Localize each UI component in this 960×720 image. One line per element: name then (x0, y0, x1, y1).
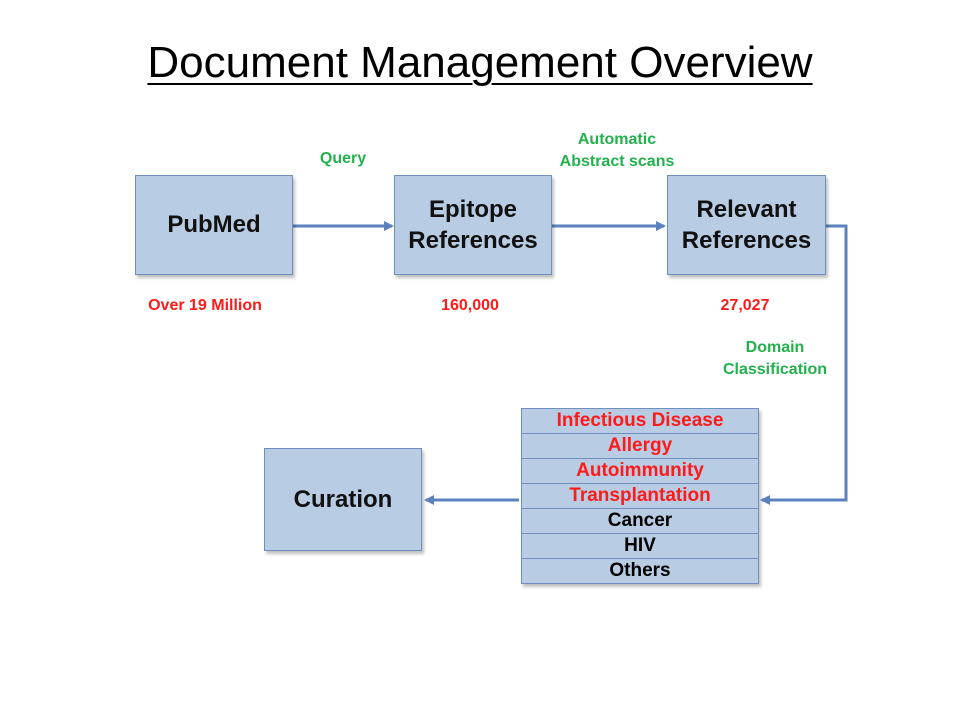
page-title: Document Management Overview (147, 38, 813, 87)
domain-classification-label: Domain Classification (722, 339, 828, 379)
abstract-scans-label: Automatic Abstract scans (559, 131, 675, 171)
domain-row: Infectious Disease (521, 408, 759, 434)
domain-cell: Infectious Disease (521, 408, 759, 434)
domain-row: Transplantation (521, 483, 759, 509)
domain-row: Autoimmunity (521, 458, 759, 484)
pubmed-label: PubMed (167, 211, 261, 239)
curation-box: Curation (264, 448, 422, 551)
relevant-references-box: Relevant References (667, 175, 826, 275)
pubmed-count: Over 19 Million (148, 297, 262, 314)
domain-cell: Others (521, 558, 759, 584)
relevant-references-label: Relevant References (681, 195, 812, 254)
domain-row: Allergy (521, 433, 759, 459)
curation-label: Curation (293, 485, 393, 513)
domain-cell: Autoimmunity (521, 458, 759, 484)
relevant-count: 27,027 (720, 297, 770, 314)
epitope-references-label: Epitope References (408, 195, 538, 254)
pubmed-box: PubMed (135, 175, 293, 275)
domain-row: HIV (521, 533, 759, 559)
arrow-relevant-to-domains (760, 224, 848, 505)
epitope-references-box: Epitope References (394, 175, 552, 275)
domain-cell: HIV (521, 533, 759, 559)
epitope-count: 160,000 (441, 297, 499, 314)
domain-row: Cancer (521, 508, 759, 534)
domain-cell: Transplantation (521, 483, 759, 509)
domain-row: Others (521, 558, 759, 584)
domain-cell: Allergy (521, 433, 759, 459)
query-label: Query (319, 150, 367, 167)
domain-cell: Cancer (521, 508, 759, 534)
